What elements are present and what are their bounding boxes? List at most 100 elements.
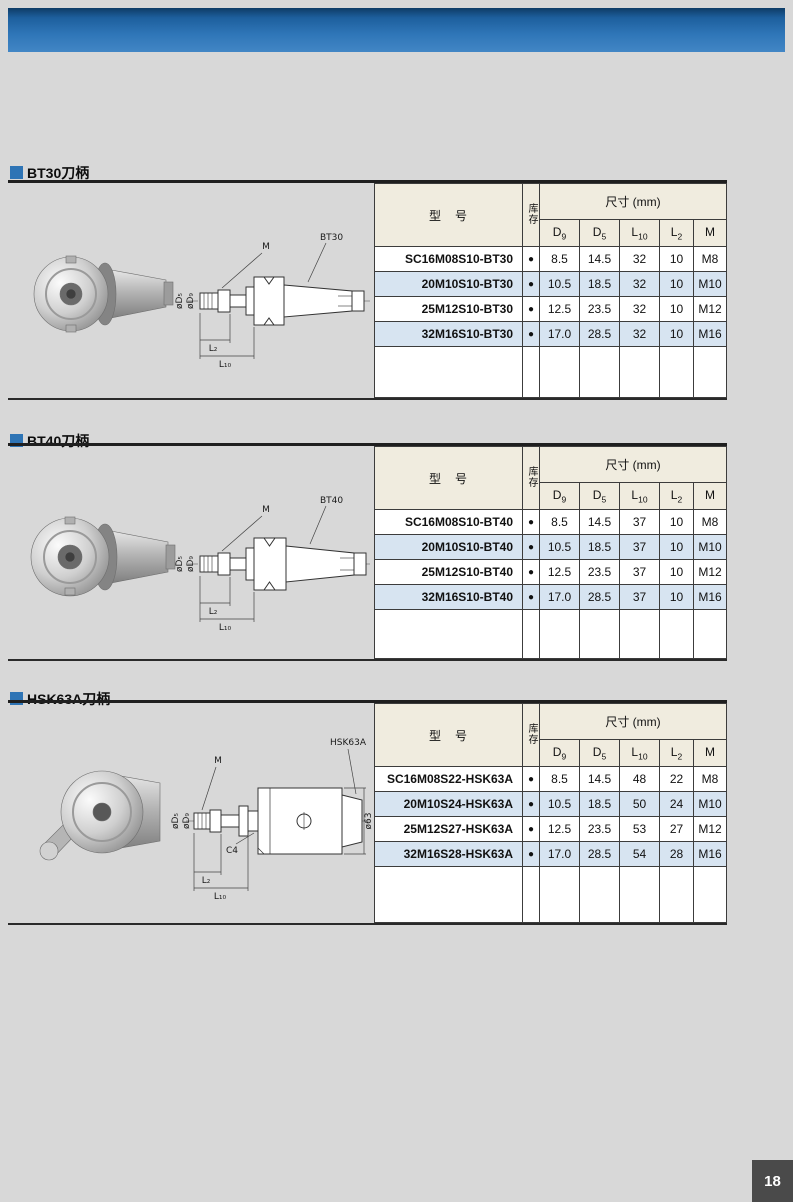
l10-cell: 50 — [619, 791, 660, 817]
l10-cell: 32 — [619, 296, 660, 322]
l2-dim-label: L₂ — [209, 607, 218, 617]
spec-table-bt40: 型 号 库存 尺寸 (mm) D9 D5 L10 L2 M SC16M08S10… — [374, 446, 727, 659]
section-bullet-icon — [10, 166, 23, 180]
section-view-outline — [186, 787, 370, 855]
m-cell: M12 — [693, 296, 727, 322]
d5-cell: 18.5 — [579, 534, 620, 560]
col-header-d9: D9 — [539, 219, 580, 247]
m-cell: M8 — [693, 766, 727, 792]
stock-cell: ● — [522, 841, 540, 867]
table-row: 32M16S10-BT30 ● 17.0 28.5 32 10 M16 — [374, 321, 727, 347]
col-header-l10: L10 — [619, 739, 660, 767]
thread-label: M — [262, 505, 270, 515]
d9-cell: 10.5 — [539, 534, 580, 560]
table-filler-row — [374, 866, 727, 923]
col-header-d5: D5 — [579, 482, 620, 510]
d5-cell: 23.5 — [579, 816, 620, 842]
col-header-stock: 库存 — [522, 446, 540, 510]
tool-holder-photo — [33, 255, 174, 333]
table-row: SC16M08S10-BT30 ● 8.5 14.5 32 10 M8 — [374, 246, 727, 272]
l10-dim-label: L₁₀ — [219, 360, 232, 370]
dimension-lines — [199, 505, 327, 622]
l10-cell: 32 — [619, 271, 660, 297]
table-row: 25M12S27-HSK63A ● 12.5 23.5 53 27 M12 — [374, 816, 727, 842]
shank-type-label: HSK63A — [330, 738, 367, 748]
thread-label: M — [214, 756, 222, 766]
d9-dim-label: øD₉ — [186, 556, 196, 572]
model-cell: 25M12S10-BT40 — [374, 559, 523, 585]
stock-cell: ● — [522, 246, 540, 272]
model-cell: 20M10S10-BT30 — [374, 271, 523, 297]
col-header-d9: D9 — [539, 739, 580, 767]
spec-table-bt30: 型 号 库存 尺寸 (mm) D9 D5 L10 L2 M SC16M08S10… — [374, 183, 727, 398]
d9-cell: 17.0 — [539, 584, 580, 610]
l10-cell: 32 — [619, 246, 660, 272]
body-diameter-label: ø63 — [364, 813, 374, 830]
d9-cell: 10.5 — [539, 791, 580, 817]
tool-holder-photo — [39, 770, 161, 861]
l2-cell: 27 — [659, 816, 694, 842]
l10-cell: 53 — [619, 816, 660, 842]
bt30-technical-drawing: øD₅ øD₉ M BT30 L₂ L₁₀ — [33, 233, 370, 370]
d9-cell: 10.5 — [539, 271, 580, 297]
table-row: 20M10S24-HSK63A ● 10.5 18.5 50 24 M10 — [374, 791, 727, 817]
l2-cell: 28 — [659, 841, 694, 867]
l10-cell: 48 — [619, 766, 660, 792]
l10-cell: 37 — [619, 509, 660, 535]
col-header-stock: 库存 — [522, 183, 540, 247]
m-cell: M12 — [693, 559, 727, 585]
d9-cell: 17.0 — [539, 321, 580, 347]
model-cell: 32M16S28-HSK63A — [374, 841, 523, 867]
d5-cell: 23.5 — [579, 296, 620, 322]
d5-cell: 18.5 — [579, 791, 620, 817]
l2-dim-label: L₂ — [202, 876, 211, 886]
col-header-l2: L2 — [659, 219, 694, 247]
chamfer-label: C4 — [226, 846, 238, 856]
stock-cell: ● — [522, 534, 540, 560]
l2-cell: 10 — [659, 271, 694, 297]
spec-table-hsk63a: 型 号 库存 尺寸 (mm) D9 D5 L10 L2 M SC16M08S22… — [374, 703, 727, 923]
l2-cell: 10 — [659, 534, 694, 560]
m-cell: M10 — [693, 271, 727, 297]
table-row: 32M16S28-HSK63A ● 17.0 28.5 54 28 M16 — [374, 841, 727, 867]
model-cell: SC16M08S10-BT40 — [374, 509, 523, 535]
l2-cell: 10 — [659, 584, 694, 610]
hsk63a-technical-drawing: øD₅ øD₉ M HSK63A C4 ø63 L₂ L₁₀ — [39, 738, 374, 902]
col-header-d5: D5 — [579, 219, 620, 247]
d5-cell: 18.5 — [579, 271, 620, 297]
l10-dim-label: L₁₀ — [214, 892, 227, 902]
l10-cell: 37 — [619, 559, 660, 585]
table-row: SC16M08S22-HSK63A ● 8.5 14.5 48 22 M8 — [374, 766, 727, 792]
model-cell: 32M16S10-BT30 — [374, 321, 523, 347]
col-header-l10: L10 — [619, 219, 660, 247]
d5-cell: 28.5 — [579, 321, 620, 347]
model-cell: 32M16S10-BT40 — [374, 584, 523, 610]
tool-holder-photo — [30, 516, 176, 597]
section-title-text: BT30刀柄 — [27, 164, 90, 181]
d9-cell: 8.5 — [539, 509, 580, 535]
col-header-l10: L10 — [619, 482, 660, 510]
col-header-size: 尺寸 (mm) — [539, 703, 727, 740]
l2-cell: 10 — [659, 509, 694, 535]
stock-cell: ● — [522, 296, 540, 322]
d5-cell: 14.5 — [579, 246, 620, 272]
col-header-m: M — [693, 482, 727, 510]
col-header-m: M — [693, 219, 727, 247]
page-number: 18 — [764, 1172, 781, 1190]
page-number-badge: 18 — [752, 1160, 793, 1202]
l2-dim-label: L₂ — [209, 344, 218, 354]
m-cell: M12 — [693, 816, 727, 842]
model-cell: SC16M08S10-BT30 — [374, 246, 523, 272]
col-header-m: M — [693, 739, 727, 767]
table-row: 25M12S10-BT30 ● 12.5 23.5 32 10 M12 — [374, 296, 727, 322]
table-row: 32M16S10-BT40 ● 17.0 28.5 37 10 M16 — [374, 584, 727, 610]
m-cell: M16 — [693, 321, 727, 347]
d5-cell: 14.5 — [579, 766, 620, 792]
stock-cell: ● — [522, 584, 540, 610]
shank-type-label: BT40 — [320, 496, 343, 506]
l10-cell: 54 — [619, 841, 660, 867]
d5-dim-label: øD₅ — [171, 813, 181, 829]
col-header-model: 型 号 — [374, 446, 523, 510]
dimension-lines — [199, 242, 327, 359]
